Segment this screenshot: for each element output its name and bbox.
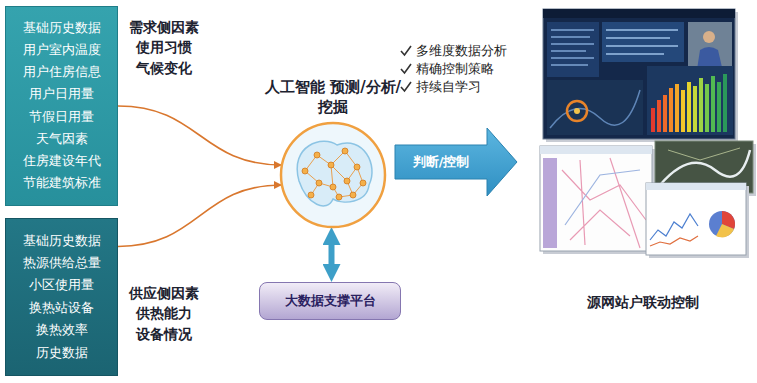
factor-heading: 供应侧因素 供热能力 设备情况 [121, 283, 207, 344]
bar [675, 84, 679, 132]
network-lines [565, 170, 640, 225]
bar [681, 90, 685, 132]
bar [669, 88, 673, 132]
screen-title-bar [543, 9, 735, 18]
brain-shape [297, 141, 372, 206]
node-text: 热源供给总量 [23, 255, 101, 272]
network-node [350, 192, 356, 198]
demand-factor-box: 基础历史数据用户室内温度用户住房信息用户日用量节假日用量天气因素住房建设年代节能… [5, 6, 118, 206]
bar [705, 84, 709, 132]
map-panel [547, 80, 643, 135]
chart-line [650, 214, 698, 240]
bar [657, 100, 661, 132]
decision-control-arrow: 判断/控制 [395, 128, 517, 196]
network-node [342, 148, 348, 154]
big-data-platform-box: 大数据支撑平台 [259, 282, 401, 320]
screen-panel [602, 22, 684, 62]
bar [693, 86, 697, 132]
node-text: 判断/控制 [413, 153, 470, 171]
side-panel [543, 158, 557, 248]
double-arrow [329, 239, 335, 270]
node-text: 用户日用量 [29, 86, 94, 103]
screen-frame [646, 183, 746, 255]
bar [663, 95, 667, 132]
feature-item: 持续自学习 [416, 78, 481, 96]
network-lines [562, 158, 646, 248]
network-node [330, 184, 336, 190]
network-node [336, 194, 342, 200]
node-text: 节假日用量 [29, 109, 94, 126]
circle-outline [281, 123, 385, 227]
node-text: 大数据支撑平台 [285, 292, 376, 310]
node-text: 用户室内温度 [23, 42, 101, 59]
screen-panel [547, 22, 599, 77]
supply-factor-box: 基础历史数据热源供给总量小区使用量换热站设备换热效率历史数据 [5, 218, 118, 376]
node-text: 基础历史数据 [23, 233, 101, 250]
node-text: 节能建筑标准 [23, 175, 101, 192]
panel-lines [606, 30, 678, 54]
node-text: 基础历史数据 [23, 20, 101, 37]
bar [687, 82, 691, 132]
factor-heading: 需求侧因素 使用习惯 气候变化 [121, 17, 207, 78]
screen-frame [540, 146, 652, 251]
screen-frame [543, 9, 735, 139]
panel-lines [551, 30, 594, 65]
bar [651, 108, 655, 132]
network-node [344, 178, 350, 184]
node-text: 住房建设年代 [23, 153, 101, 170]
screen-title-bar [646, 183, 746, 190]
feature-item: 精确控制策略 [416, 60, 494, 78]
river-line [660, 150, 750, 185]
caption-text: 源网站户联动控制 [560, 294, 725, 312]
chart-screen [646, 183, 749, 258]
network-node [314, 152, 320, 158]
map-ring [567, 101, 587, 121]
check-marks [401, 46, 411, 91]
node-text: 历史数据 [36, 345, 88, 362]
screen-title-bar [540, 146, 652, 154]
node-text: 天气因素 [36, 131, 88, 148]
pie-slice [716, 224, 734, 237]
node-text: 用户住房信息 [23, 64, 101, 81]
pie-chart [709, 211, 735, 237]
network-node [360, 180, 366, 186]
map-dot [574, 108, 580, 114]
person-head [703, 31, 715, 43]
network-node [302, 168, 308, 174]
network-node [308, 192, 314, 198]
check-mark [401, 82, 411, 91]
node-text: 换热站设备 [29, 300, 94, 317]
ai-brain-circle: 人工智能 预测/分析/挖掘 [262, 78, 404, 230]
input-flow-line [118, 106, 282, 165]
chart-line [650, 236, 698, 246]
feature-item: 多维度数据分析 [416, 42, 507, 60]
arrow-outline [395, 128, 517, 196]
bar-panel [647, 66, 733, 135]
network-node [328, 162, 334, 168]
check-mark [401, 64, 411, 73]
node-text: 人工智能 预测/分析/挖掘 [262, 78, 404, 117]
dashboard-screen [543, 9, 738, 142]
road-line [668, 148, 740, 160]
network-node [316, 180, 322, 186]
map-screen [540, 146, 655, 254]
bar [699, 78, 703, 132]
bar [711, 76, 715, 132]
node-text: 小区使用量 [29, 277, 94, 294]
network-node [354, 164, 360, 170]
input-flow-line [118, 185, 282, 246]
bar [723, 74, 727, 132]
node-text: 换热效率 [36, 322, 88, 339]
check-mark [401, 46, 411, 55]
map-line [550, 90, 640, 128]
bar [717, 82, 721, 132]
